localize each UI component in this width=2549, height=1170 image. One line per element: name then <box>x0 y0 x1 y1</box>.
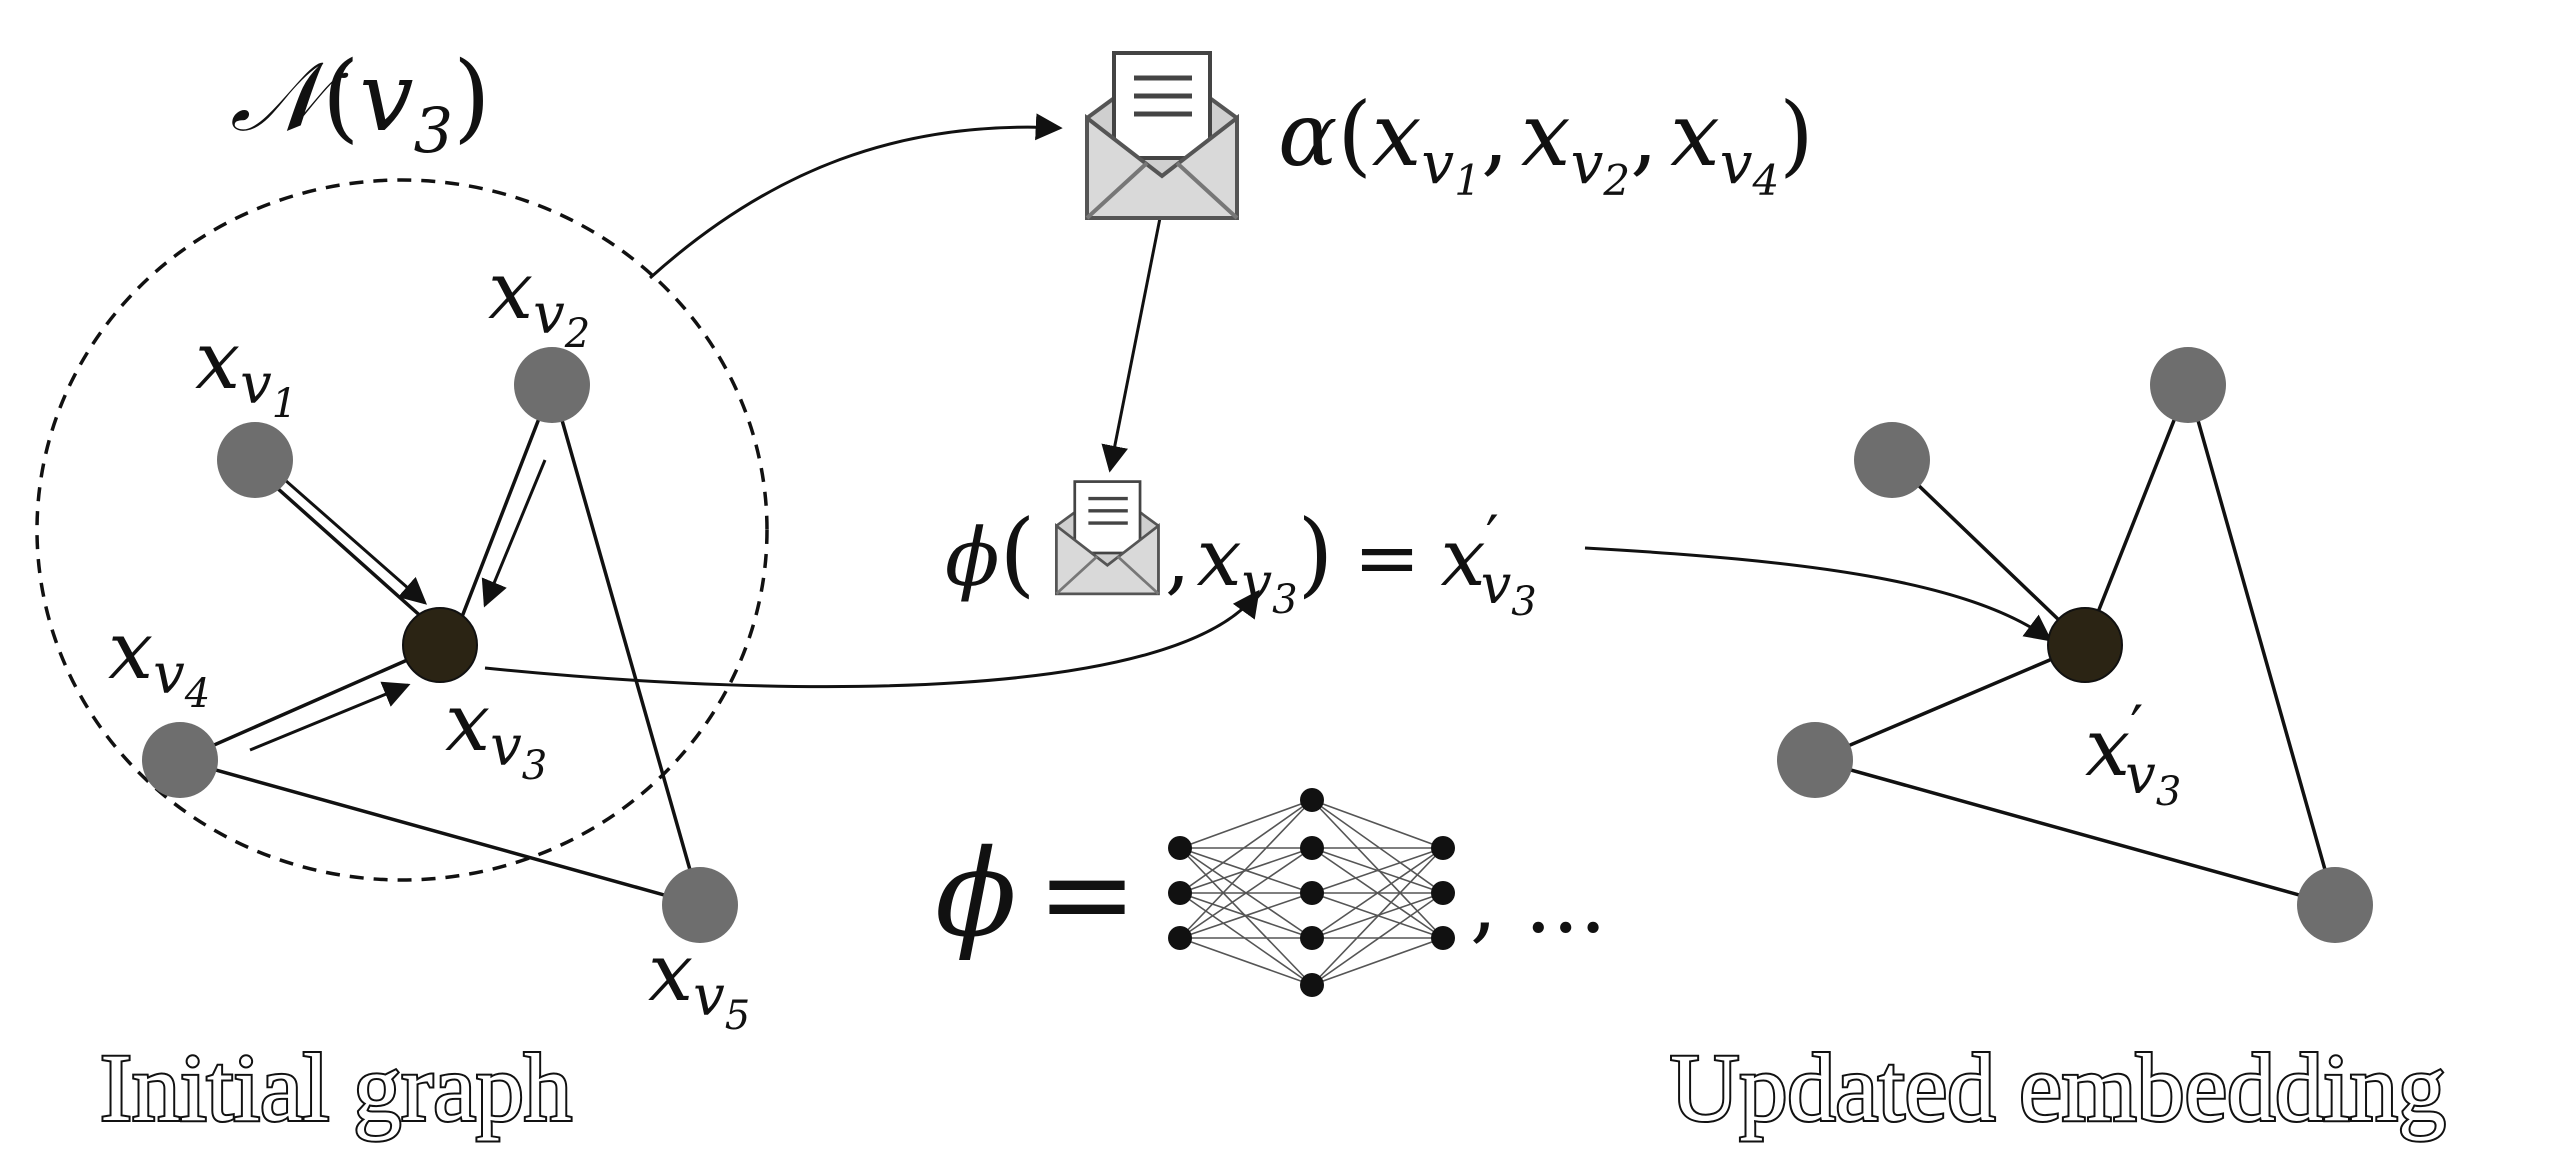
node-u1 <box>1854 422 1930 498</box>
label-v4: xv4 <box>108 604 210 717</box>
node-u2 <box>2150 347 2226 423</box>
envelope-icon <box>1054 479 1161 596</box>
arrow-update-to-updated-graph <box>1584 546 2053 642</box>
edge-v4-v3 <box>179 648 431 762</box>
node-v4 <box>142 722 218 798</box>
nn-connection <box>1311 847 1444 939</box>
update-phi: ϕ( <box>945 500 1035 607</box>
label-v2: xv2 <box>488 244 590 357</box>
node-u4 <box>1777 722 1853 798</box>
nn-connection <box>1311 799 1444 939</box>
nn-connection <box>1311 892 1444 986</box>
nn-neuron <box>1300 973 1324 997</box>
update-function: ϕ( ,xv3)=x′v3 <box>945 479 1537 625</box>
node-v1 <box>217 422 293 498</box>
phi-definition-formula: ϕ= <box>935 825 1137 964</box>
message-arrow-v2 <box>481 459 547 608</box>
label-v3: xv3 <box>445 676 547 789</box>
nn-connection <box>1179 937 1313 986</box>
message-arrow-v4 <box>249 681 411 752</box>
initial-graph: 𝒩(v3) xv1 xv2 xv3 xv4 xv5 <box>35 41 769 1143</box>
nn-connection <box>1179 892 1313 939</box>
edge-v2-v3 <box>451 384 554 641</box>
nn-connection <box>1179 892 1313 986</box>
caption-initial-graph: Initial graph <box>100 1034 572 1141</box>
nn-neuron <box>1300 926 1324 950</box>
nn-connection <box>1311 847 1444 986</box>
nn-neuron <box>1168 881 1192 905</box>
nn-neuron <box>1431 836 1455 860</box>
edge-v2-v5 <box>550 384 702 906</box>
nn-connection <box>1311 799 1444 849</box>
nn-connection <box>1179 847 1313 939</box>
edge-u4-u3 <box>1814 643 2086 762</box>
nn-connection <box>1179 799 1313 849</box>
node-u3 <box>2047 607 2123 683</box>
phi-definition: ϕ= , ... <box>935 788 1607 997</box>
node-v2 <box>514 347 590 423</box>
arrow-v3-to-update <box>484 589 1260 689</box>
neural-network-icon <box>1168 788 1455 997</box>
label-v5: xv5 <box>648 926 750 1039</box>
nn-neuron <box>1168 926 1192 950</box>
nn-neuron <box>1300 788 1324 812</box>
nn-connection <box>1179 847 1313 894</box>
nn-connection <box>1179 799 1313 939</box>
caption-updated-embedding: Updated embedding <box>1670 1034 2446 1141</box>
phi-definition-suffix: , ... <box>1470 853 1607 953</box>
nn-neuron <box>1431 881 1455 905</box>
edge-u2-u5 <box>2186 384 2337 906</box>
message-arrow-v1 <box>284 478 428 605</box>
arrow-to-aggregation <box>648 113 1063 280</box>
edge-v4-v5 <box>179 758 701 907</box>
updated-graph: x′v3 Updated embedding <box>1668 347 2448 1143</box>
aggregation-formula: α(xv1,xv2,xv4) <box>1278 83 1814 205</box>
nn-connection <box>1311 847 1444 894</box>
nn-connection <box>1311 937 1444 986</box>
node-u5 <box>2297 867 2373 943</box>
node-v5 <box>662 867 738 943</box>
nn-neuron <box>1168 836 1192 860</box>
edge-u1-u3 <box>1890 458 2087 647</box>
edge-u4-u5 <box>1814 758 2336 907</box>
label-v1: xv1 <box>195 314 297 427</box>
label-updated-v3: x′v3 <box>2085 693 2181 815</box>
aggregation: α(xv1,xv2,xv4) <box>1087 53 1814 218</box>
neighborhood-boundary <box>35 178 769 882</box>
edge-u2-u3 <box>2083 384 2190 646</box>
nn-neuron <box>1431 926 1455 950</box>
nn-neuron <box>1300 836 1324 860</box>
nn-connection <box>1179 799 1313 894</box>
neighborhood-label: 𝒩(v3) <box>230 41 491 167</box>
update-formula: ,xv3)=x′v3 <box>1165 500 1537 625</box>
arrow-aggregation-to-update <box>1101 217 1162 473</box>
nn-connection <box>1311 799 1444 894</box>
nn-connection <box>1179 847 1313 986</box>
nn-neuron <box>1300 881 1324 905</box>
node-v3 <box>402 607 478 683</box>
envelope-icon <box>1087 53 1237 218</box>
